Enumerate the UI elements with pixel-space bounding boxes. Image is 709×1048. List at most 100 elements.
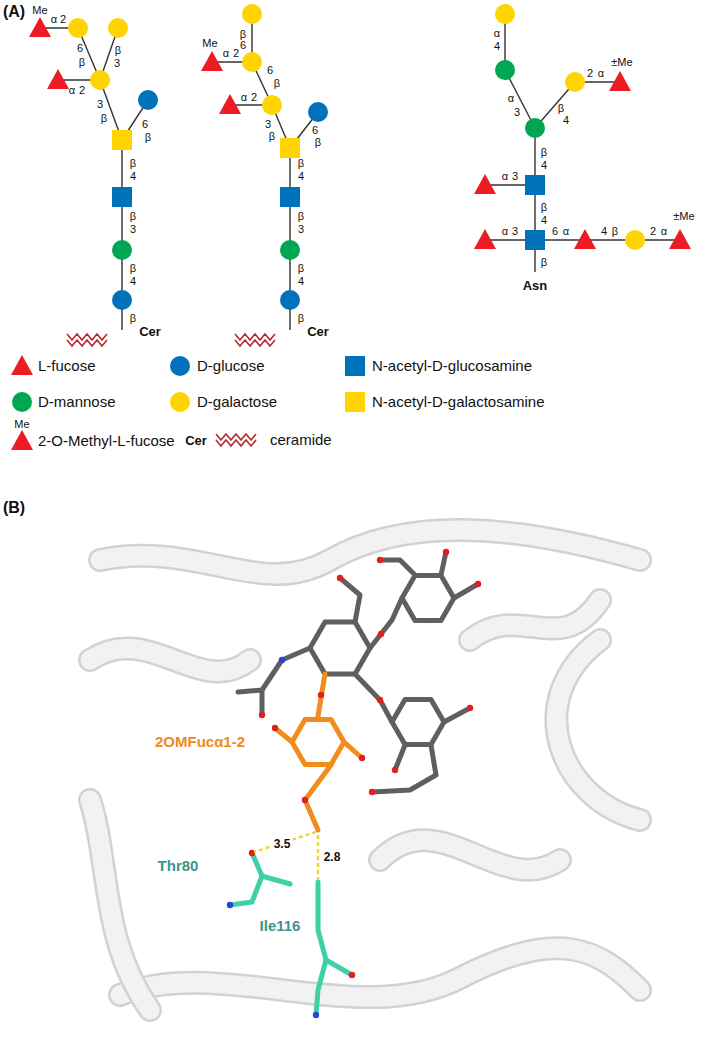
ribbon-outline <box>90 648 250 671</box>
monosaccharide-symbol <box>625 230 645 250</box>
linkage-label: 3 <box>514 106 520 118</box>
atom <box>369 789 375 795</box>
linkage-label: β <box>101 112 107 124</box>
ribbon-outline <box>380 840 560 869</box>
stick-bond <box>402 575 454 620</box>
linkage-label: β <box>130 157 136 169</box>
structure-label: 2OMFucα1-2 <box>155 734 245 751</box>
hydrophobic-contacts <box>254 832 318 880</box>
atom <box>443 549 449 555</box>
monosaccharide-symbol <box>242 52 262 72</box>
ribbon-outline <box>120 948 640 997</box>
linkage-label: 6 <box>267 64 273 76</box>
linkage-label: α <box>502 170 508 182</box>
legend-text: D-glucose <box>197 358 265 375</box>
stick-bond <box>275 728 292 742</box>
ribbon-strand <box>120 948 640 997</box>
stick-bond <box>392 699 444 744</box>
stick-bond <box>282 648 310 660</box>
linkage-label: 3 <box>114 57 120 69</box>
ribbon-outline <box>470 600 600 640</box>
monosaccharide-symbol <box>29 17 51 37</box>
monosaccharide-symbol <box>108 18 128 38</box>
ribbon-outline <box>100 530 640 574</box>
legend-swatch <box>12 392 32 412</box>
linkage-label: β <box>145 131 151 143</box>
ribbon-strand <box>470 600 600 640</box>
atom <box>359 755 365 761</box>
legend-swatch <box>170 356 190 376</box>
linkage-label: β <box>298 210 304 222</box>
linkage-label: α <box>51 13 57 25</box>
linkage-label: 3 <box>97 98 103 110</box>
linkage-label: β <box>612 225 618 237</box>
stick-bond <box>318 674 325 716</box>
ribbon-outline <box>90 800 150 1010</box>
monosaccharide-symbol <box>280 290 300 310</box>
atom <box>313 1012 319 1018</box>
linkage-line <box>289 148 290 300</box>
monosaccharide-symbol <box>495 60 515 80</box>
linkage-label: β <box>315 136 321 148</box>
linkage-label: α <box>502 225 508 237</box>
monosaccharide-symbol <box>47 69 69 89</box>
atom <box>259 712 265 718</box>
linkage-label: 6 <box>312 124 318 136</box>
stick-bond <box>370 598 402 648</box>
linkage-label: 6 <box>77 42 83 54</box>
monosaccharide-symbol <box>280 138 300 158</box>
glycosidic-bonds <box>40 14 680 330</box>
linkage-label: 6 <box>552 225 558 237</box>
atom <box>475 581 481 587</box>
atom <box>318 692 324 698</box>
stick-bond <box>326 960 352 975</box>
atom <box>337 575 343 581</box>
linkage-label: α <box>241 91 247 103</box>
monosaccharide-symbol <box>474 229 496 249</box>
atom <box>392 767 398 773</box>
monosaccharide-symbol <box>219 94 241 114</box>
distance-line <box>317 835 320 880</box>
panel-label: Asn <box>523 279 548 293</box>
linkage-label: α <box>69 84 75 96</box>
linkage-label: β <box>541 201 547 213</box>
linkage-label: α <box>598 67 604 79</box>
linkage-label: 3 <box>265 118 271 130</box>
linkage-label: ±Me <box>673 210 694 222</box>
legend-swatches <box>11 355 365 450</box>
panel-label: Cer <box>139 325 161 339</box>
legend-text: D-mannose <box>38 394 116 411</box>
monosaccharide-symbol <box>112 187 132 207</box>
atom <box>377 697 383 703</box>
atom <box>378 631 384 637</box>
monosaccharide-symbol <box>201 51 223 71</box>
linkage-label: β <box>274 77 280 89</box>
ribbon-strand <box>100 530 640 574</box>
linkage-label: 3 <box>512 225 518 237</box>
structure-label: 3.5 <box>272 838 293 851</box>
linkage-label: α <box>508 92 514 104</box>
linkage-label: 4 <box>541 159 547 171</box>
structure-label: 2.8 <box>322 851 343 864</box>
legend-text: 2-O-Methyl-L-fucose <box>38 433 175 450</box>
atom <box>377 557 383 563</box>
linkage-label: β <box>115 44 121 56</box>
legend-swatch <box>11 355 33 375</box>
legend-swatch <box>216 434 256 446</box>
ribbon-strand <box>380 840 560 869</box>
stick-bond <box>454 584 478 598</box>
monosaccharide-symbol <box>68 18 88 38</box>
linkage-label: 6 <box>240 39 246 51</box>
legend-swatch <box>345 392 365 412</box>
structure-label: Ile116 <box>260 918 301 935</box>
linkage-label: α <box>494 27 500 39</box>
monosaccharide-symbol <box>474 174 496 194</box>
linkage-label: 2 <box>233 47 239 59</box>
protein-cartoon <box>90 530 640 1010</box>
linkage-label: α <box>563 225 569 237</box>
stick-bond <box>344 742 362 758</box>
ribbon-strand <box>90 648 250 671</box>
ribbon-outline <box>556 640 640 820</box>
legend-text: ceramide <box>270 432 332 449</box>
